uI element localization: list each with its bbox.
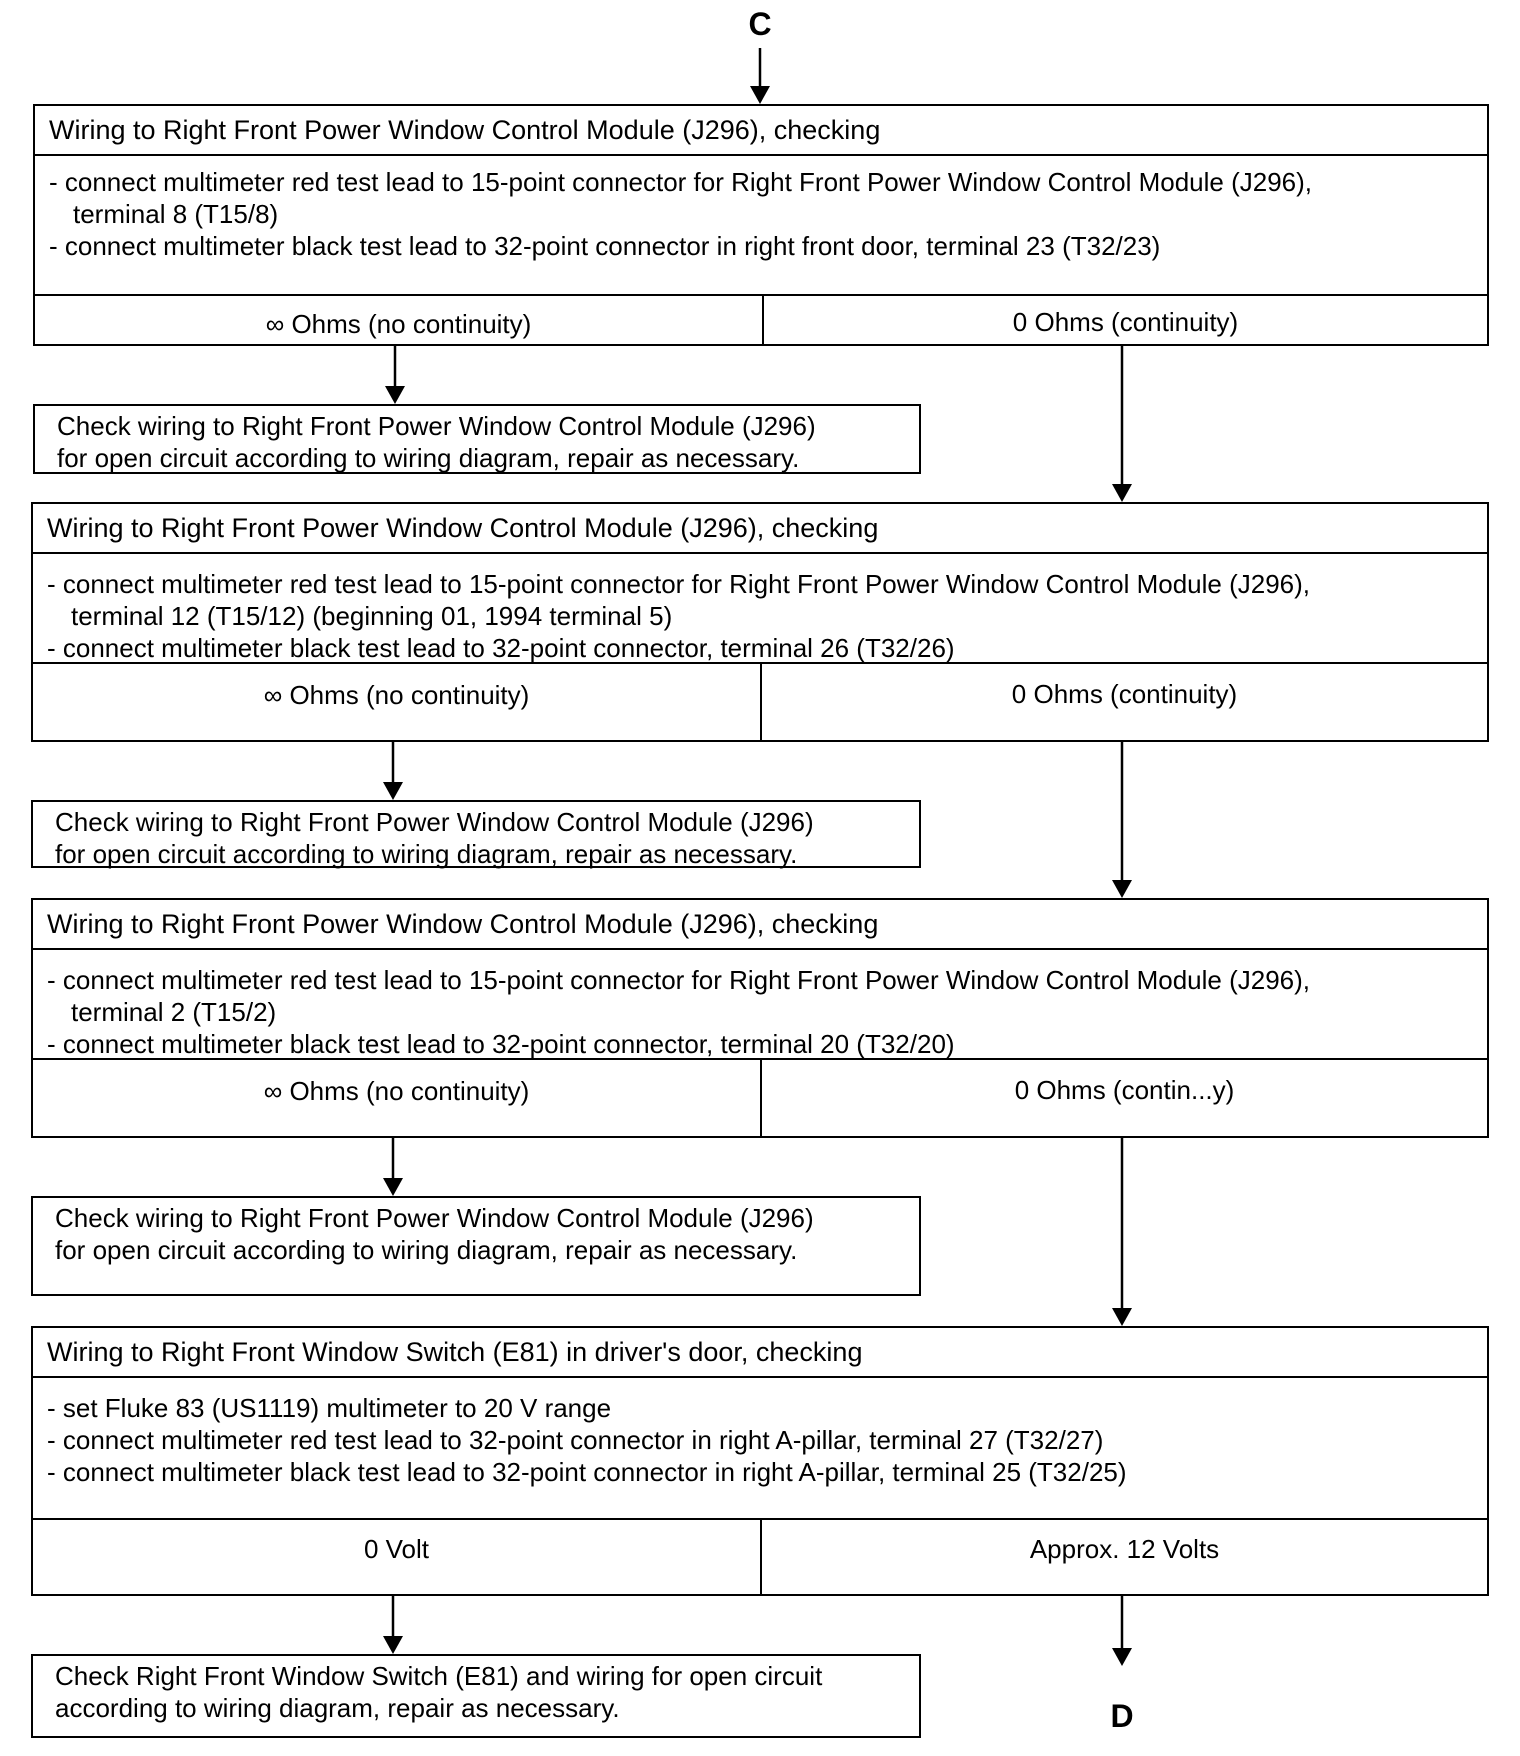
- outcome-right: 0 Ohms (continuity): [1012, 307, 1239, 337]
- action-line: Check Right Front Window Switch (E81) an…: [55, 1661, 823, 1691]
- test-block-title: Wiring to Right Front Power Window Contr…: [33, 504, 1487, 554]
- outcome-row: ∞ Ohms (no continuity) 0 Ohms (contin...…: [33, 1058, 1487, 1136]
- test-block-steps: - connect multimeter red test lead to 15…: [47, 964, 1477, 1060]
- step-line: - connect multimeter red test lead to 32…: [47, 1425, 1104, 1455]
- action-note-3: Check wiring to Right Front Power Window…: [31, 1196, 921, 1296]
- step-line: - connect multimeter black test lead to …: [47, 1029, 955, 1059]
- step-line: - connect multimeter red test lead to 15…: [49, 167, 1313, 197]
- end-node-label: D: [1110, 1698, 1134, 1734]
- action-note-4: Check Right Front Window Switch (E81) an…: [31, 1654, 921, 1738]
- step-line: - set Fluke 83 (US1119) multimeter to 20…: [47, 1393, 612, 1423]
- outcome-left: 0 Volt: [33, 1520, 762, 1594]
- step-line: - connect multimeter red test lead to 15…: [47, 569, 1311, 599]
- outcome-row: ∞ Ohms (no continuity) 0 Ohms (continuit…: [33, 662, 1487, 740]
- action-line: Check wiring to Right Front Power Window…: [55, 807, 814, 837]
- outcome-left: ∞ Ohms (no continuity): [35, 296, 764, 344]
- step-line: terminal 12 (T15/12) (beginning 01, 1994…: [71, 601, 673, 631]
- action-line: for open circuit according to wiring dia…: [55, 839, 798, 869]
- test-block-steps: - set Fluke 83 (US1119) multimeter to 20…: [47, 1392, 1477, 1488]
- step-line: - connect multimeter black test lead to …: [47, 1457, 1127, 1487]
- action-line: for open circuit according to wiring dia…: [55, 1235, 798, 1265]
- step-line: - connect multimeter black test lead to …: [49, 231, 1161, 261]
- test-block-title: Wiring to Right Front Power Window Contr…: [35, 106, 1487, 156]
- outcome-row: ∞ Ohms (no continuity) 0 Ohms (continuit…: [35, 294, 1487, 344]
- test-block-4: Wiring to Right Front Window Switch (E81…: [31, 1326, 1489, 1596]
- test-block-2: Wiring to Right Front Power Window Contr…: [31, 502, 1489, 742]
- outcome-right: 0 Ohms (continuity): [1011, 679, 1238, 709]
- outcome-row: 0 Volt Approx. 12 Volts: [33, 1518, 1487, 1594]
- step-line: - connect multimeter black test lead to …: [47, 633, 955, 663]
- action-line: for open circuit according to wiring dia…: [57, 443, 800, 473]
- outcome-right: Approx. 12 Volts: [1029, 1534, 1220, 1564]
- test-block-3: Wiring to Right Front Power Window Contr…: [31, 898, 1489, 1138]
- outcome-right: 0 Ohms (contin...y): [1014, 1075, 1235, 1105]
- step-line: - connect multimeter red test lead to 15…: [47, 965, 1311, 995]
- step-line: terminal 8 (T15/8): [73, 199, 279, 229]
- test-block-1: Wiring to Right Front Power Window Contr…: [33, 104, 1489, 346]
- action-line: Check wiring to Right Front Power Window…: [57, 411, 816, 441]
- action-note-1: Check wiring to Right Front Power Window…: [33, 404, 921, 474]
- start-node-label: C: [748, 6, 772, 42]
- step-line: terminal 2 (T15/2): [71, 997, 277, 1027]
- test-block-title: Wiring to Right Front Window Switch (E81…: [33, 1328, 1487, 1378]
- test-block-steps: - connect multimeter red test lead to 15…: [47, 568, 1477, 664]
- outcome-left: ∞ Ohms (no continuity): [33, 1060, 762, 1136]
- test-block-steps: - connect multimeter red test lead to 15…: [49, 166, 1477, 262]
- outcome-left: ∞ Ohms (no continuity): [33, 664, 762, 740]
- test-block-title: Wiring to Right Front Power Window Contr…: [33, 900, 1487, 950]
- action-line: Check wiring to Right Front Power Window…: [55, 1203, 814, 1233]
- action-note-2: Check wiring to Right Front Power Window…: [31, 800, 921, 869]
- action-line: according to wiring diagram, repair as n…: [55, 1693, 620, 1723]
